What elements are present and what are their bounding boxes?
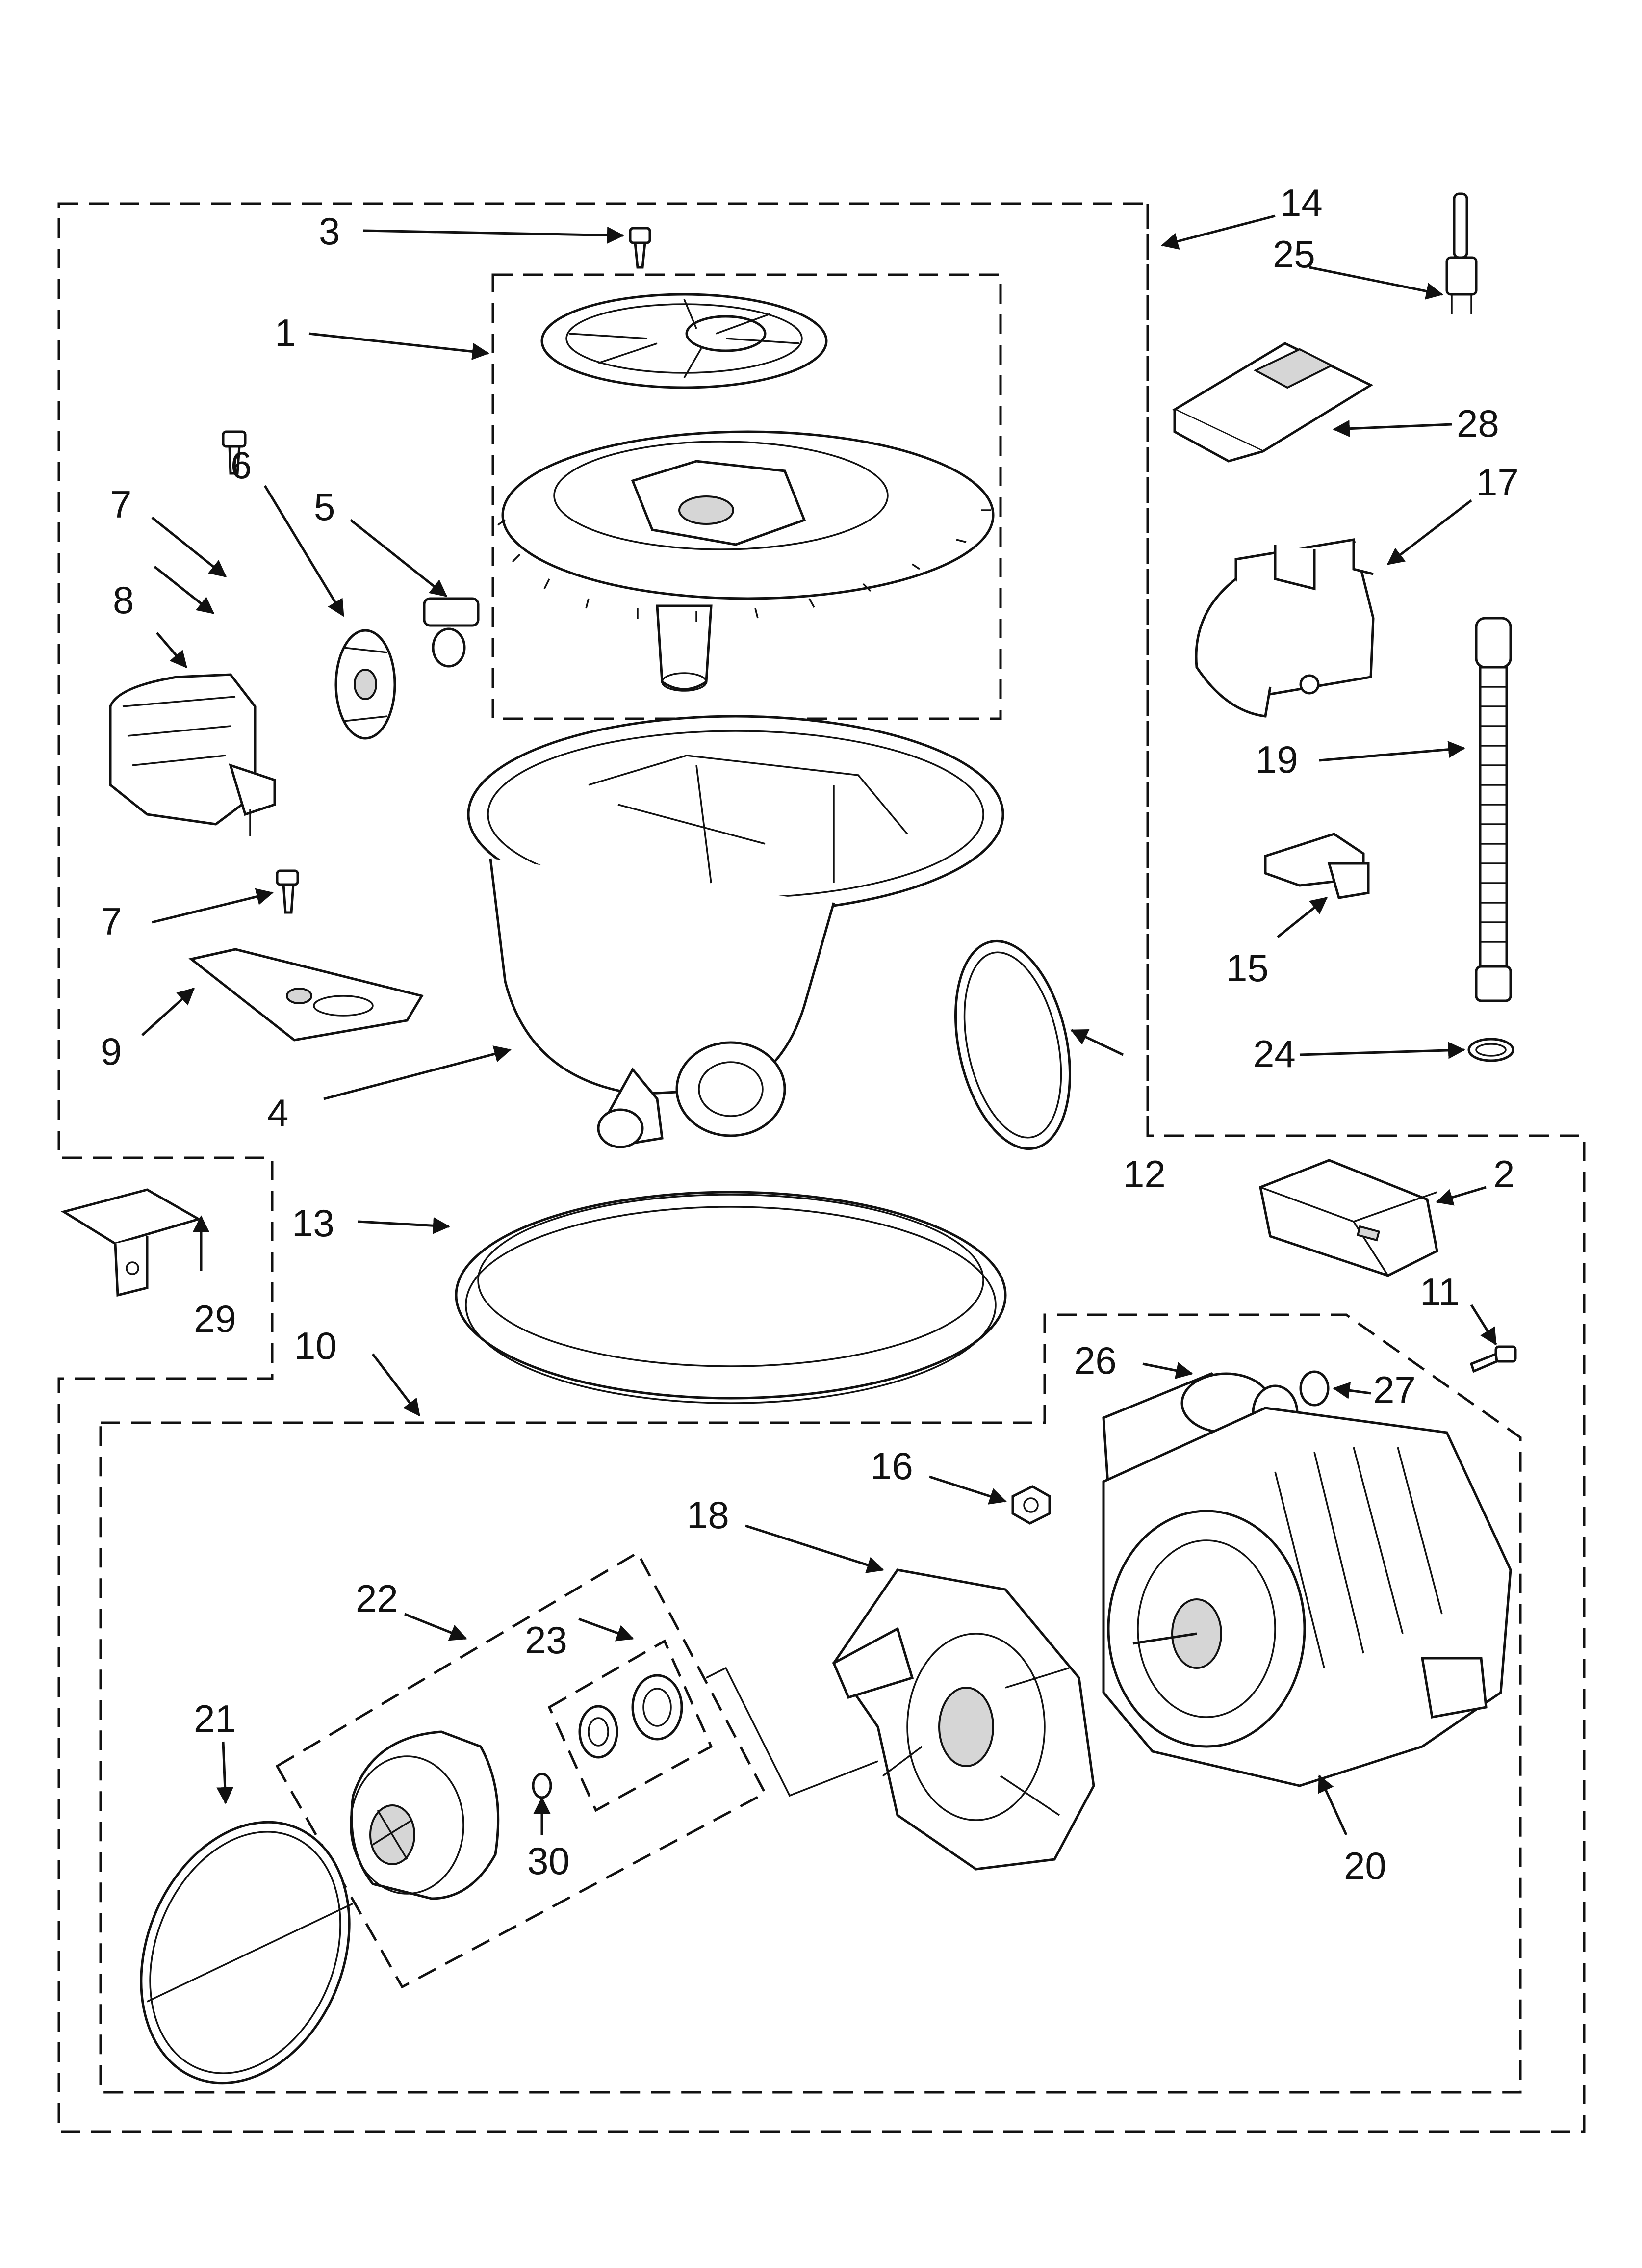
part-22-pump-housing <box>350 1730 500 1900</box>
part-27-washer <box>1299 1370 1330 1407</box>
callout-25: 25 <box>1273 233 1315 276</box>
part-9-bracket <box>188 948 424 1042</box>
callout-14: 14 <box>1280 181 1323 224</box>
part-5-valve <box>423 597 480 668</box>
outline-kit-1 <box>491 273 1002 720</box>
part-6-impeller <box>334 629 396 740</box>
callout-6: 6 <box>231 443 252 487</box>
callout-17: 17 <box>1476 461 1519 504</box>
callout-13: 13 <box>292 1201 334 1245</box>
callout-26: 26 <box>1074 1339 1117 1382</box>
part-25-connector <box>1445 192 1478 314</box>
callout-labels: 3 1 14 25 28 17 6 7 5 8 19 7 15 9 24 4 1… <box>101 181 1519 1887</box>
callout-9: 9 <box>101 1030 122 1073</box>
callout-12: 12 <box>1123 1152 1166 1196</box>
part-12-seal <box>954 939 1072 1150</box>
part-30-washer <box>532 1773 552 1799</box>
group-outlines <box>57 202 1586 2133</box>
part-7-screw-upper <box>222 430 247 475</box>
part-15-clip <box>1264 833 1370 899</box>
callout-28: 28 <box>1457 402 1499 445</box>
callout-5: 5 <box>314 485 335 528</box>
part-17-switch <box>1195 538 1375 718</box>
part-11-screw <box>1469 1345 1517 1373</box>
callout-21: 21 <box>194 1697 236 1740</box>
outline-kit-23 <box>547 1639 713 1812</box>
part-21-oring <box>140 1821 351 2085</box>
callout-1: 1 <box>275 311 296 354</box>
callout-2: 2 <box>1493 1152 1514 1196</box>
part-8-diverter-motor <box>109 673 276 836</box>
outline-kit-10 <box>99 1313 1522 2094</box>
callout-3: 3 <box>319 209 340 253</box>
part-2-cover <box>1259 1159 1438 1277</box>
callout-30: 30 <box>527 1839 570 1882</box>
callout-24: 24 <box>1253 1032 1296 1075</box>
part-28-shield <box>1172 342 1374 463</box>
part-23-seal <box>578 1674 683 1759</box>
callout-29: 29 <box>194 1297 236 1340</box>
callout-15: 15 <box>1226 946 1269 990</box>
part-24-clamp <box>1467 1038 1514 1062</box>
callout-4: 4 <box>267 1091 288 1134</box>
kit-connector-line <box>706 1667 878 1797</box>
callout-10: 10 <box>294 1324 337 1367</box>
callout-22: 22 <box>356 1577 398 1620</box>
part-19-hose <box>1475 617 1512 1002</box>
part-3-screw <box>629 227 651 269</box>
outline-kit-22 <box>275 1551 767 1989</box>
callout-7-upper: 7 <box>110 483 131 526</box>
callout-27: 27 <box>1373 1368 1416 1411</box>
axis-line <box>147 1903 354 2003</box>
callout-20: 20 <box>1344 1844 1386 1887</box>
callout-11: 11 <box>1420 1270 1460 1313</box>
part-29-bracket <box>60 1188 202 1297</box>
callout-16: 16 <box>871 1444 913 1487</box>
callout-7-lower: 7 <box>101 900 122 943</box>
part-20-motor <box>1102 1407 1512 1787</box>
part-18-volute <box>832 1568 1095 1871</box>
part-4-sump <box>467 715 1004 1148</box>
callout-23: 23 <box>525 1618 567 1662</box>
callout-18: 18 <box>687 1493 729 1537</box>
callout-19: 19 <box>1256 738 1298 781</box>
part-13-gasket <box>455 1191 1007 1404</box>
callout-8: 8 <box>113 578 134 622</box>
leader-arrows <box>141 214 1497 1836</box>
part-7-screw-lower <box>276 869 299 914</box>
part-16-nut <box>1011 1485 1051 1525</box>
part-1-filter-assembly <box>497 293 995 692</box>
